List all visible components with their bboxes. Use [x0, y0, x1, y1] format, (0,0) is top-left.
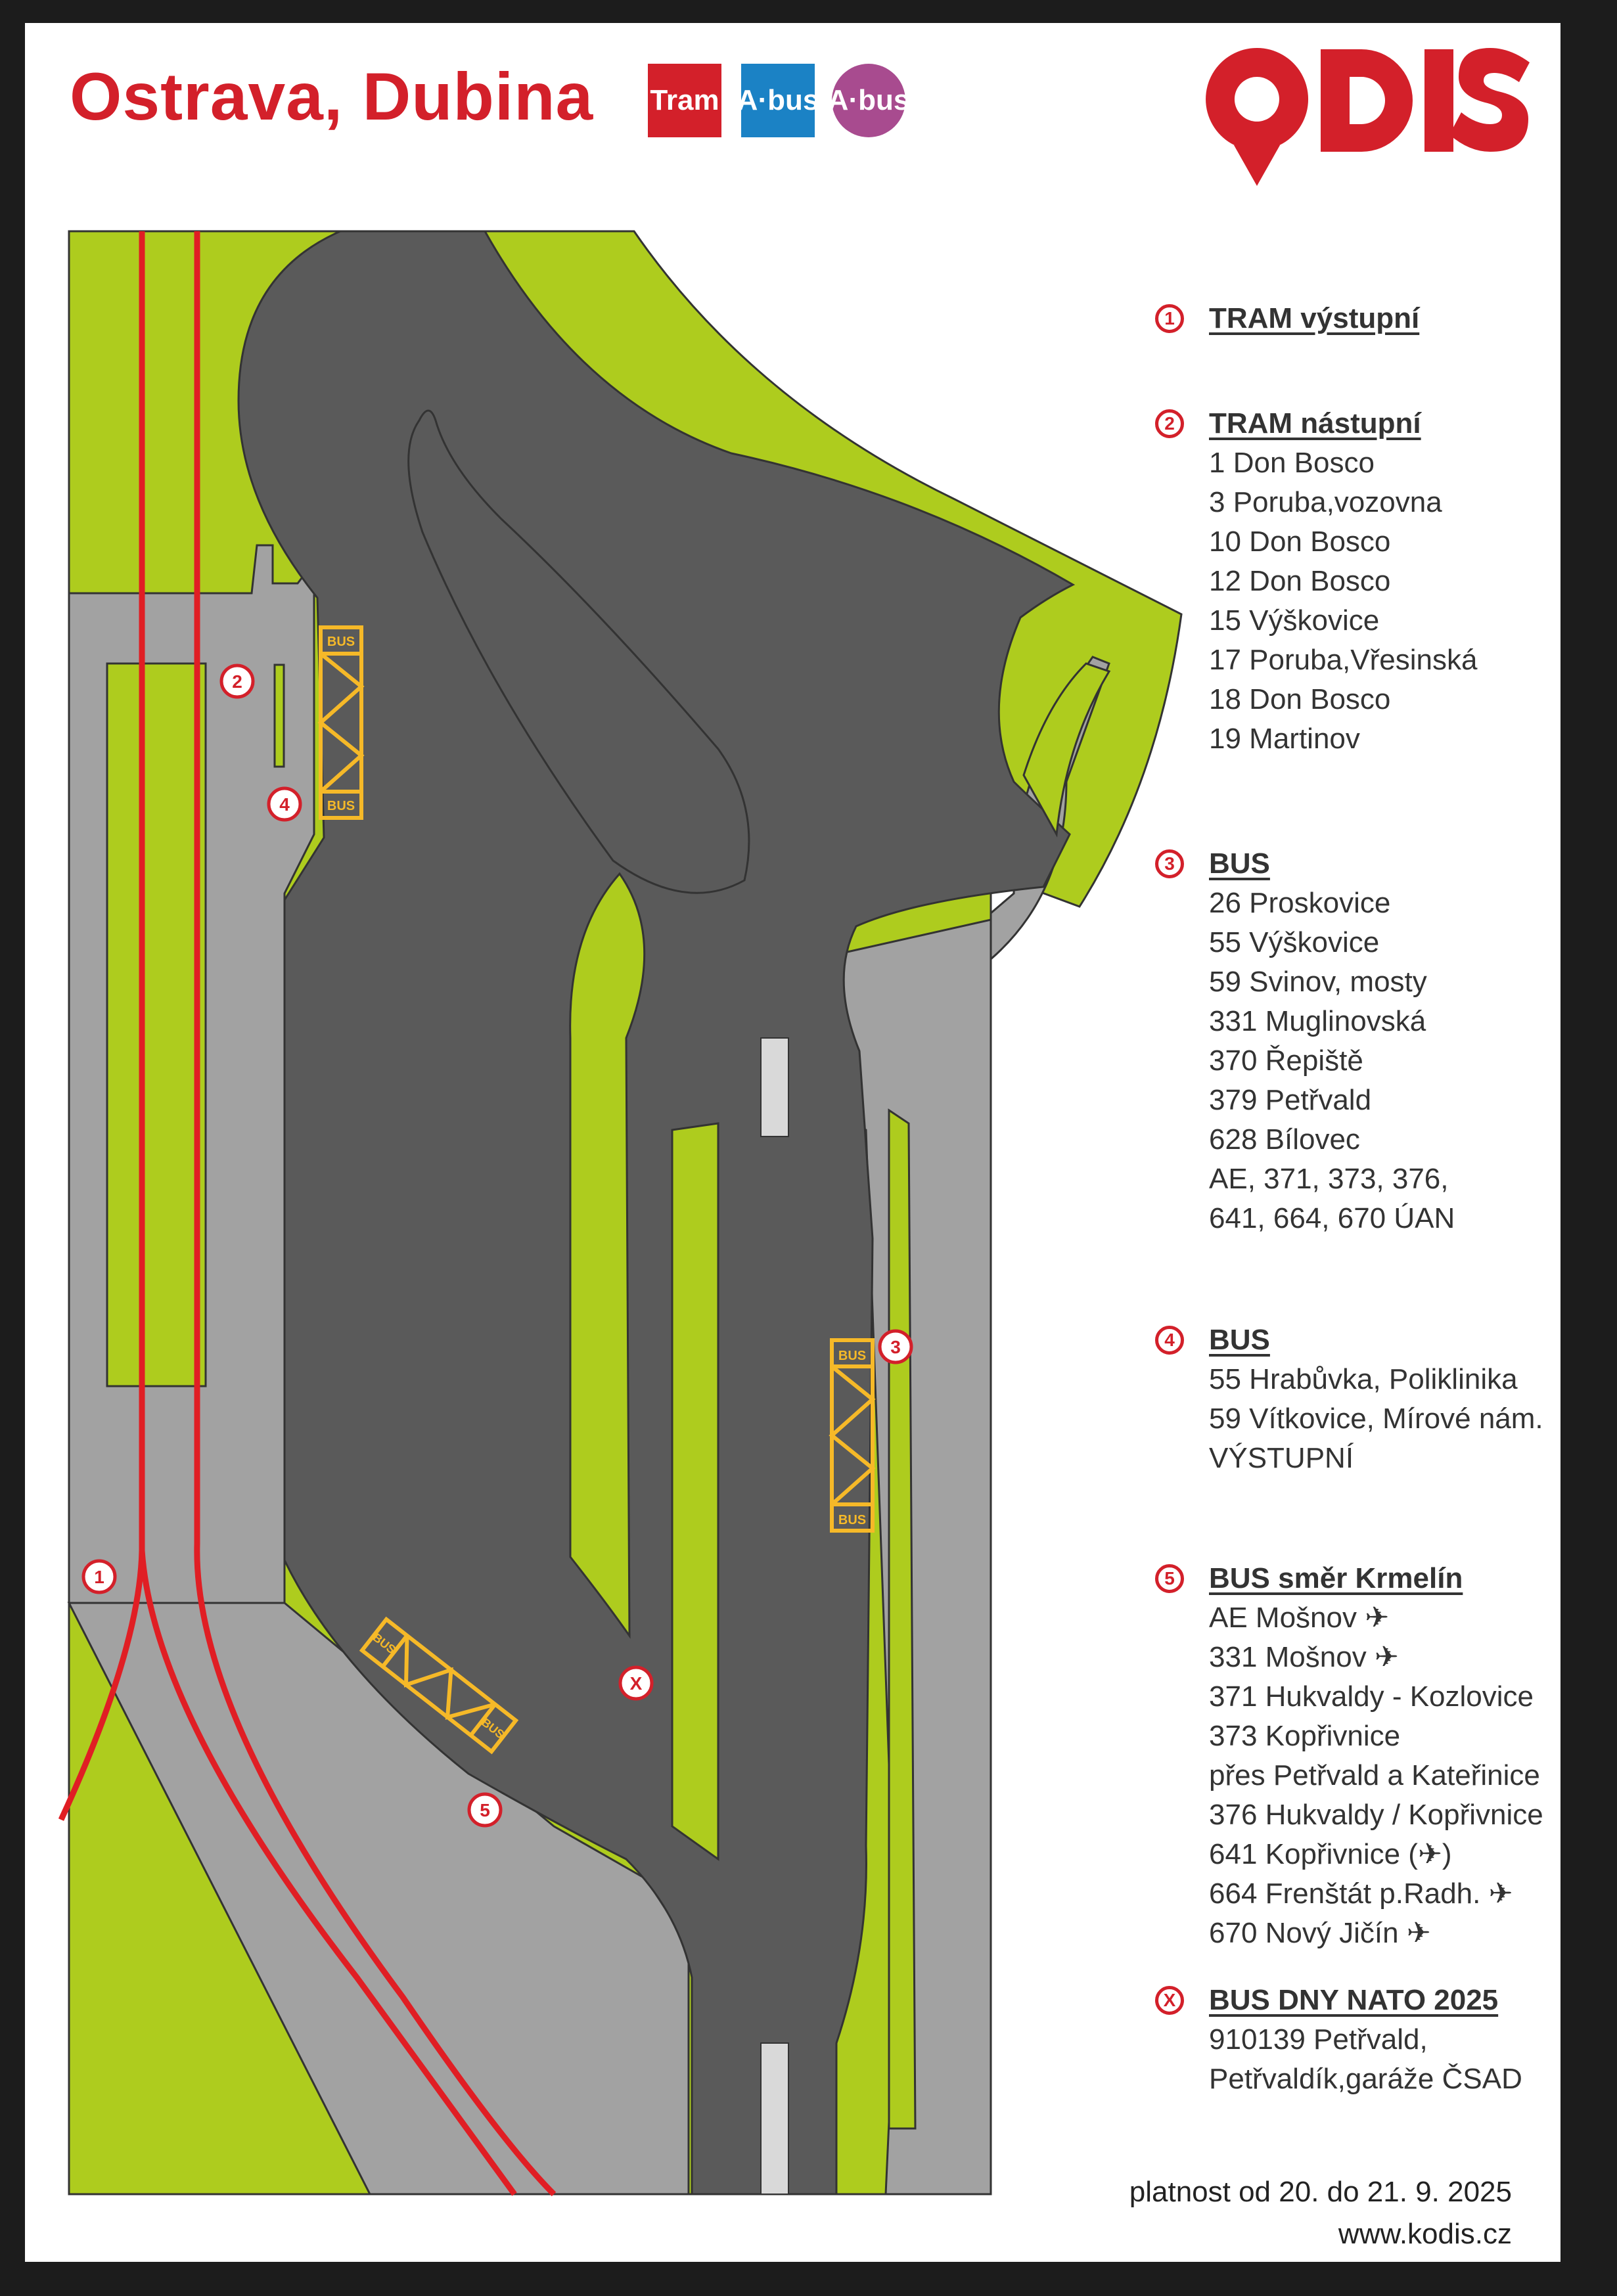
footer: platnost od 20. do 21. 9. 2025 www.kodis… [1129, 2171, 1512, 2255]
line-item: 3 Poruba,vozovna [1209, 486, 1442, 518]
stop-number-badge: 1 [1155, 304, 1184, 333]
line-item: AE Mošnov ✈ [1209, 1602, 1390, 1634]
line-list: 55 Hrabůvka, Poliklinika 59 Vítkovice, M… [1155, 1360, 1543, 1478]
bus-bay-4: BUS BUS [317, 625, 365, 820]
line-item: 1 Don Bosco [1209, 447, 1375, 479]
line-item: 26 Proskovice [1209, 887, 1391, 919]
abus-badge: A·bus [737, 64, 819, 137]
abus-regional-badge: A·bus [828, 64, 909, 137]
line-item: 371 Hukvaldy - Kozlovice [1209, 1680, 1534, 1713]
legend-stop-3: 3 BUS 26 Proskovice 55 Výškovice 59 Svin… [1155, 844, 1455, 1238]
page-title: Ostrava, Dubina [70, 59, 594, 134]
line-item: 628 Bílovec [1209, 1123, 1360, 1156]
line-item: 331 Mošnov ✈ [1209, 1641, 1399, 1673]
stop-marker-5: 5 [467, 1792, 503, 1828]
line-item: 370 Řepiště [1209, 1045, 1363, 1077]
stop-marker-label: 2 [232, 671, 242, 692]
line-list: AE Mošnov ✈ 331 Mošnov ✈ 371 Hukvaldy - … [1155, 1598, 1543, 1953]
stop-marker-2: 2 [219, 664, 255, 699]
stop-marker-4: 4 [267, 786, 302, 822]
line-item: 10 Don Bosco [1209, 526, 1391, 558]
line-item: 376 Hukvaldy / Kopřivnice [1209, 1799, 1543, 1831]
legend-stop-5: 5 BUS směr Krmelín AE Mošnov ✈ 331 Mošno… [1155, 1559, 1543, 1953]
line-list: 26 Proskovice 55 Výškovice 59 Svinov, mo… [1155, 884, 1455, 1238]
legend-stop-1: 1 TRAM výstupní [1155, 299, 1419, 338]
stop-marker-label: 1 [94, 1567, 104, 1587]
line-item: 12 Don Bosco [1209, 565, 1391, 597]
stop-number-badge: X [1155, 1986, 1184, 2015]
grass-islands [106, 662, 1111, 2130]
line-item: 373 Kopřivnice [1209, 1720, 1401, 1752]
odis-logo [1206, 48, 1530, 186]
line-item: 17 Poruba,Vřesinská [1209, 644, 1478, 676]
stop-number-badge: 3 [1155, 849, 1184, 878]
stop-title: TRAM nástupní [1209, 407, 1421, 439]
stop-area-map: BUS BUS BUS BUS BUS BUS [41, 204, 1191, 2227]
line-item: 379 Petřvald [1209, 1084, 1372, 1116]
bus-bay-3: BUS BUS [829, 1338, 876, 1533]
line-item: 15 Výškovice [1209, 604, 1380, 637]
stop-title: TRAM výstupní [1209, 302, 1420, 334]
stop-marker-x: X [618, 1665, 654, 1701]
line-item: VÝSTUPNÍ [1209, 1442, 1354, 1474]
line-item: 910139 Petřvald, [1209, 2023, 1428, 2056]
line-item: 59 Svinov, mosty [1209, 966, 1427, 998]
line-item: 664 Frenštát p.Radh. ✈ [1209, 1878, 1513, 1910]
line-item: 59 Vítkovice, Mírové nám. [1209, 1403, 1543, 1435]
legend-stop-4: 4 BUS 55 Hrabůvka, Poliklinika 59 Vítkov… [1155, 1320, 1543, 1478]
stop-marker-label: 3 [890, 1337, 901, 1357]
line-item: AE, 371, 373, 376, [1209, 1163, 1449, 1195]
bus-bay-label: BUS [838, 1349, 866, 1363]
tram-badge: Tram [648, 64, 721, 137]
stop-marker-1: 1 [81, 1559, 117, 1594]
stop-title: BUS DNY NATO 2025 [1209, 1984, 1499, 2016]
stop-marker-label: X [630, 1673, 643, 1694]
stop-marker-label: 4 [279, 794, 290, 815]
stop-marker-label: 5 [480, 1800, 490, 1820]
legend-stop-2: 2 TRAM nástupní 1 Don Bosco 3 Poruba,voz… [1155, 404, 1477, 759]
line-item: 331 Muglinovská [1209, 1005, 1426, 1037]
tram-tracks [58, 231, 557, 2197]
line-item: přes Petřvald a Kateřinice [1209, 1759, 1540, 1791]
website-link[interactable]: www.kodis.cz [1338, 2218, 1512, 2250]
timetable-sheet: Ostrava, Dubina Tram A·bus A·bus [25, 23, 1560, 2262]
line-item: 19 Martinov [1209, 723, 1360, 755]
stop-number-badge: 5 [1155, 1564, 1184, 1593]
stop-number-badge: 2 [1155, 409, 1184, 438]
line-item: 55 Hrabůvka, Poliklinika [1209, 1363, 1518, 1395]
crossings [760, 1037, 789, 2195]
bus-bay-label: BUS [327, 799, 355, 813]
line-item: 18 Don Bosco [1209, 683, 1391, 715]
stop-title: BUS [1209, 847, 1270, 880]
bus-bay-label: BUS [327, 635, 355, 649]
line-item: 55 Výškovice [1209, 926, 1380, 958]
legend-stop-x: X BUS DNY NATO 2025 910139 Petřvald, Pet… [1155, 1981, 1522, 2099]
line-list: 1 Don Bosco 3 Poruba,vozovna 10 Don Bosc… [1155, 443, 1477, 759]
stop-title: BUS směr Krmelín [1209, 1562, 1463, 1594]
stop-marker-3: 3 [878, 1329, 913, 1364]
line-item: 641, 664, 670 ÚAN [1209, 1202, 1455, 1234]
line-item: Petřvaldík,garáže ČSAD [1209, 2063, 1522, 2095]
line-item: 641 Kopřivnice (✈) [1209, 1838, 1452, 1870]
line-list: 910139 Petřvald, Petřvaldík,garáže ČSAD [1155, 2020, 1522, 2099]
stop-number-badge: 4 [1155, 1326, 1184, 1355]
stop-title: BUS [1209, 1324, 1270, 1356]
line-item: 670 Nový Jičín ✈ [1209, 1917, 1431, 1949]
bus-bay-label: BUS [838, 1513, 866, 1527]
validity-text: platnost od 20. do 21. 9. 2025 [1129, 2176, 1512, 2208]
